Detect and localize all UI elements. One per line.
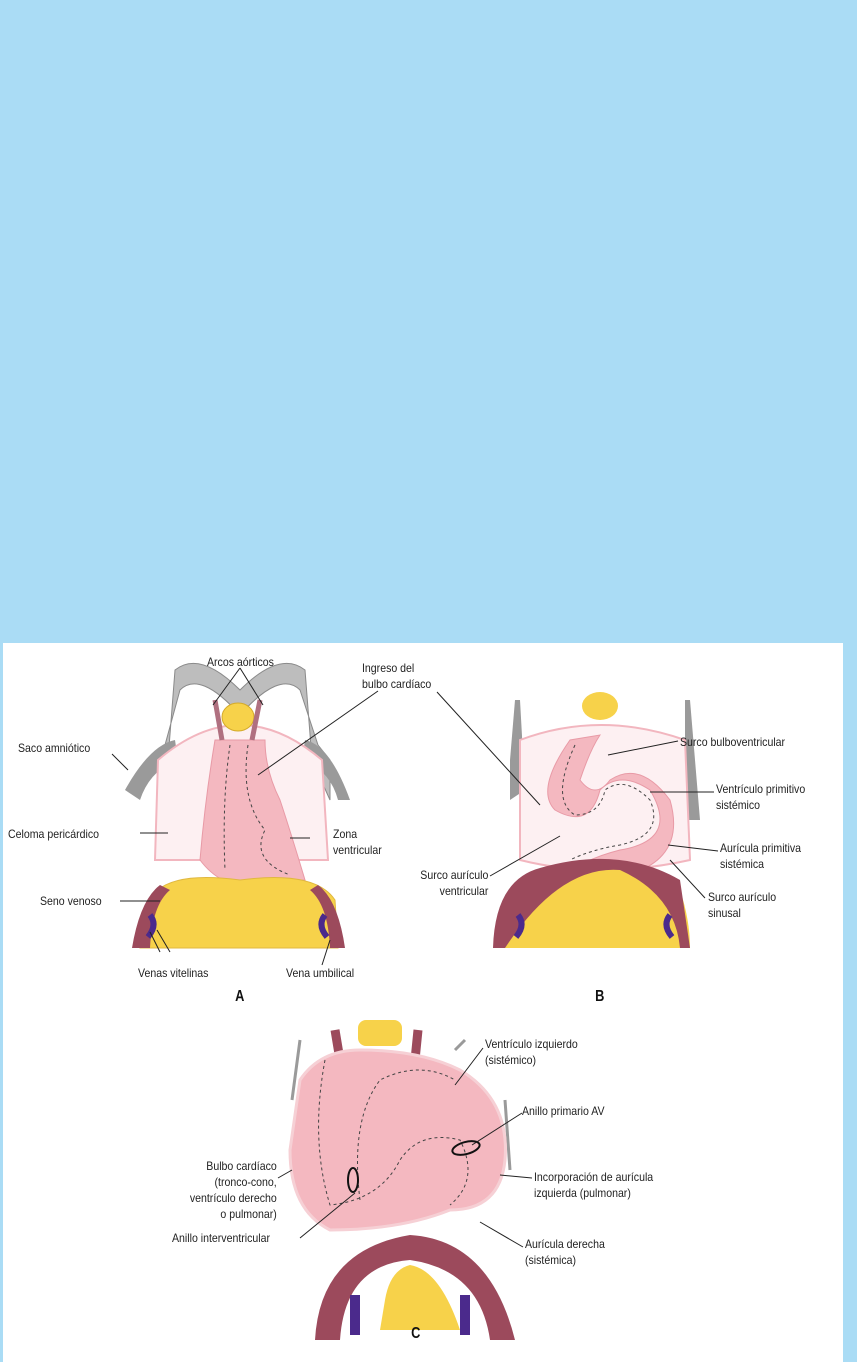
- label-line: Surco aurículo: [708, 890, 777, 904]
- label-line: izquierda (pulmonar): [534, 1186, 631, 1200]
- diagram-a: [125, 662, 350, 949]
- diagram-b: [493, 692, 700, 948]
- label-line: ventricular: [439, 884, 488, 898]
- label-line: o pulmonar): [220, 1207, 277, 1221]
- label-line: Aurícula derecha: [525, 1237, 605, 1251]
- leader-lines: [111, 667, 719, 1248]
- label-celoma-pericardico: Celoma pericárdico: [8, 827, 99, 841]
- label-seno-venoso: Seno venoso: [40, 894, 102, 908]
- figure-letter-a: A: [235, 988, 245, 1005]
- label-zona-ventricular: Zona ventricular: [333, 826, 382, 858]
- label-line: Ingreso del: [362, 661, 415, 675]
- label-line: Incorporación de aurícula: [534, 1170, 654, 1184]
- label-ventriculo-primitivo: Ventrículo primitivo sistémico: [716, 781, 805, 813]
- label-line: Surco aurículo: [419, 868, 488, 882]
- label-venas-vitelinas: Venas vitelinas: [138, 966, 209, 980]
- figure-letter-c: C: [411, 1325, 421, 1342]
- label-auricula-derecha: Aurícula derecha (sistémica): [525, 1236, 605, 1268]
- label-line: (sistémico): [485, 1053, 537, 1067]
- label-line: sistémico: [716, 798, 761, 812]
- label-line: Zona: [333, 827, 358, 841]
- label-line: (tronco-cono,: [214, 1175, 277, 1189]
- label-line: bulbo cardíaco: [362, 677, 432, 691]
- label-arcos-aorticos: Arcos aórticos: [207, 655, 274, 669]
- label-vena-umbilical: Vena umbilical: [286, 966, 355, 980]
- label-line: Bulbo cardíaco: [206, 1159, 277, 1173]
- label-surco-auriculo-ventricular: Surco aurículo ventricular: [420, 867, 488, 899]
- label-line: Ventrículo primitivo: [716, 782, 806, 796]
- label-incorporacion-auricula: Incorporación de aurícula izquierda (pulm…: [534, 1169, 653, 1201]
- label-line: sinusal: [708, 906, 741, 920]
- label-anillo-primario-av: Anillo primario AV: [522, 1104, 605, 1118]
- label-anillo-interventricular: Anillo interventricular: [172, 1231, 271, 1245]
- label-ventriculo-izquierdo: Ventrículo izquierdo (sistémico): [485, 1036, 578, 1068]
- label-line: Aurícula primitiva: [720, 841, 801, 855]
- label-auricula-primitiva: Aurícula primitiva sistémica: [720, 840, 801, 872]
- label-saco-amniotico: Saco amniótico: [18, 741, 91, 755]
- label-line: ventricular: [333, 843, 382, 857]
- label-surco-auriculo-sinusal: Surco aurículo sinusal: [708, 889, 776, 921]
- label-line: (sistémica): [525, 1253, 577, 1267]
- figure-letter-b: B: [595, 988, 605, 1005]
- label-line: sistémica: [720, 857, 765, 871]
- label-line: ventrículo derecho: [190, 1191, 277, 1205]
- diagram-c: [288, 1020, 515, 1340]
- label-surco-bulboventricular: Surco bulboventricular: [680, 735, 786, 749]
- label-ingreso-bulbo: Ingreso del bulbo cardíaco: [362, 660, 431, 692]
- label-bulbo-cardiaco: Bulbo cardíaco (tronco-cono, ventrículo de…: [190, 1158, 277, 1222]
- label-line: Ventrículo izquierdo: [485, 1037, 578, 1051]
